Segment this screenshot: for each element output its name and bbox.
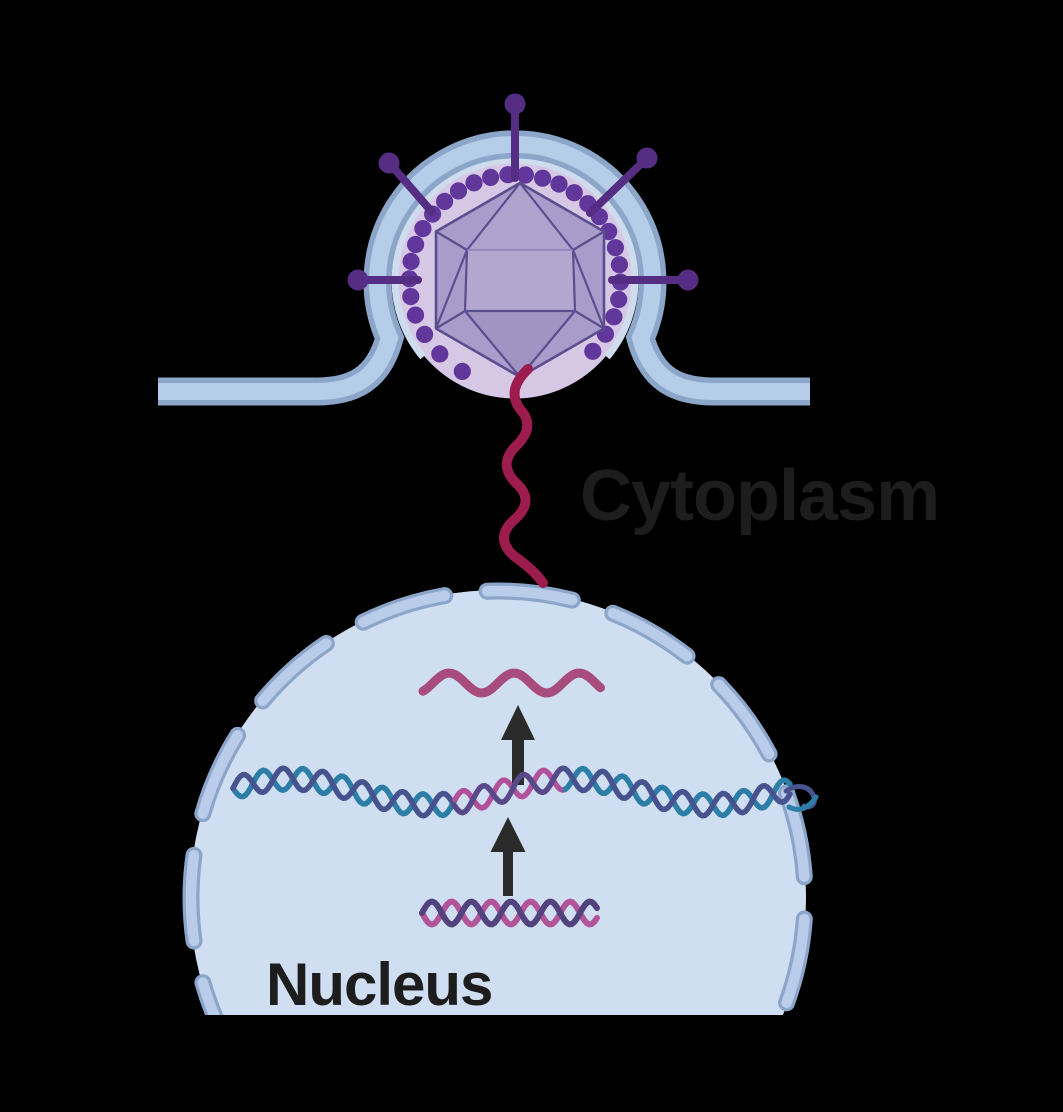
matrix-protein-dot (402, 252, 420, 270)
viral-dna-strand (419, 898, 600, 928)
matrix-protein-dot (610, 256, 629, 274)
matrix-protein-dot (431, 345, 449, 363)
integration-arrow (490, 817, 526, 896)
viral-rna-genome (499, 364, 548, 588)
matrix-protein-dot (449, 182, 468, 200)
matrix-protein-dot (550, 175, 568, 193)
matrix-protein-dot (584, 342, 602, 360)
viral-dna-strand (419, 898, 600, 928)
matrix-protein-dot (414, 220, 432, 238)
matrix-protein-dot (482, 168, 500, 186)
matrix-protein-dot (465, 174, 483, 192)
transcription-arrow (501, 705, 535, 785)
capsid-facet-center (465, 250, 575, 311)
capsid-facet-bottom (465, 311, 575, 377)
dna-strand (452, 765, 568, 816)
icosahedral-capsid (434, 181, 606, 379)
capsid-facet-top (467, 183, 573, 250)
matrix-protein-dot (406, 306, 425, 324)
cytoplasm-label: Cytoplasm (580, 456, 939, 536)
matrix-protein-dot (534, 169, 552, 187)
host-dna-double-helix (230, 765, 793, 819)
matrix-protein-dot (516, 166, 535, 184)
spike-head (378, 152, 400, 174)
spike-stem (388, 162, 436, 216)
matrix-protein-ring (400, 166, 630, 380)
spike-head (504, 93, 526, 115)
matrix-protein-dot (402, 288, 420, 306)
matrix-protein-dot (605, 308, 623, 326)
spike-head (636, 147, 658, 169)
matrix-protein-dot (565, 184, 583, 202)
budding-virus-particle (158, 93, 810, 406)
spike-stem (586, 157, 648, 217)
viral-dna-double-helix (419, 898, 600, 928)
mrna-wave (418, 668, 605, 698)
matrix-protein-dot (416, 325, 434, 343)
nuclear-envelope-dashes (185, 585, 811, 1015)
spike-glycoproteins (347, 93, 699, 291)
matrix-protein-dot (436, 192, 454, 210)
dna-strand (230, 765, 459, 819)
spike-head (677, 269, 699, 291)
dna-end-knot (783, 783, 819, 812)
matrix-protein-dot (606, 239, 625, 257)
dna-strand (230, 765, 459, 819)
matrix-protein-dot (610, 290, 628, 309)
dna-knot-teal (786, 794, 819, 812)
nucleus-label: Nucleus (266, 951, 492, 1018)
mrna-transcript (418, 668, 605, 698)
matrix-protein-dot (407, 235, 425, 254)
spike-head (347, 269, 369, 291)
capsid-facet-lines (434, 181, 606, 379)
nucleus: Nucleus (182, 582, 819, 1018)
matrix-protein-dot (453, 362, 471, 380)
dna-strand (562, 765, 793, 819)
